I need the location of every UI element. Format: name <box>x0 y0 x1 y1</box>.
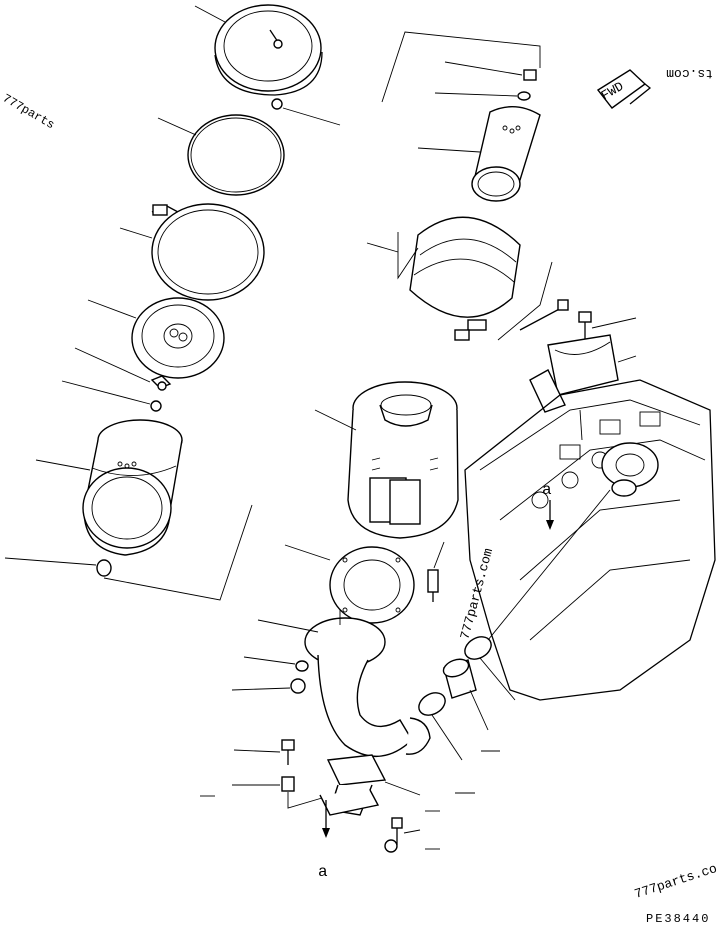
engine-hose-clamp <box>464 636 516 701</box>
dust-indicator <box>427 541 445 602</box>
engine-block <box>464 379 716 701</box>
gasket <box>284 544 415 624</box>
evacuator-cap <box>4 557 112 577</box>
bottom-spacer <box>232 776 323 809</box>
lower-bolt <box>384 817 421 853</box>
left-washer <box>243 656 309 672</box>
hose-clamp <box>418 692 463 761</box>
mounting-bracket <box>529 334 637 413</box>
left-nut <box>231 678 306 694</box>
group-bracket-left <box>103 504 253 601</box>
top-washer <box>434 91 531 101</box>
connection-marker-bottom: a <box>318 800 330 881</box>
rubber-hose <box>442 658 489 731</box>
o-ring <box>157 114 285 196</box>
drawing-code: PE38440 <box>646 912 710 926</box>
inner-filter-element <box>417 106 541 202</box>
watermark-top-left: 777parts <box>0 91 57 132</box>
intake-elbow <box>257 610 431 758</box>
air-cleaner-cover <box>194 4 341 126</box>
filter-cap <box>87 297 225 379</box>
top-nut <box>444 61 537 81</box>
long-bolt <box>497 261 569 341</box>
washer <box>61 380 162 412</box>
watermark-bottom: 777parts.co <box>633 861 717 902</box>
connection-marker-top: a <box>542 481 554 530</box>
svg-text:a: a <box>542 481 552 499</box>
watermark-center: 777parts.com <box>457 547 496 641</box>
group-bracket-top-right <box>381 31 541 103</box>
fwd-direction-icon: FWD <box>596 69 652 109</box>
clamp-band <box>119 203 265 301</box>
support-bracket <box>319 754 421 816</box>
bracket-bolt <box>578 311 637 340</box>
mounting-band <box>366 216 521 341</box>
outer-filter-element <box>35 419 183 556</box>
air-cleaner-body <box>314 381 459 539</box>
watermark-top-right: ts.com <box>666 66 713 81</box>
wing-nut <box>74 347 172 391</box>
svg-text:a: a <box>318 863 328 881</box>
bottom-bolt <box>233 739 295 765</box>
